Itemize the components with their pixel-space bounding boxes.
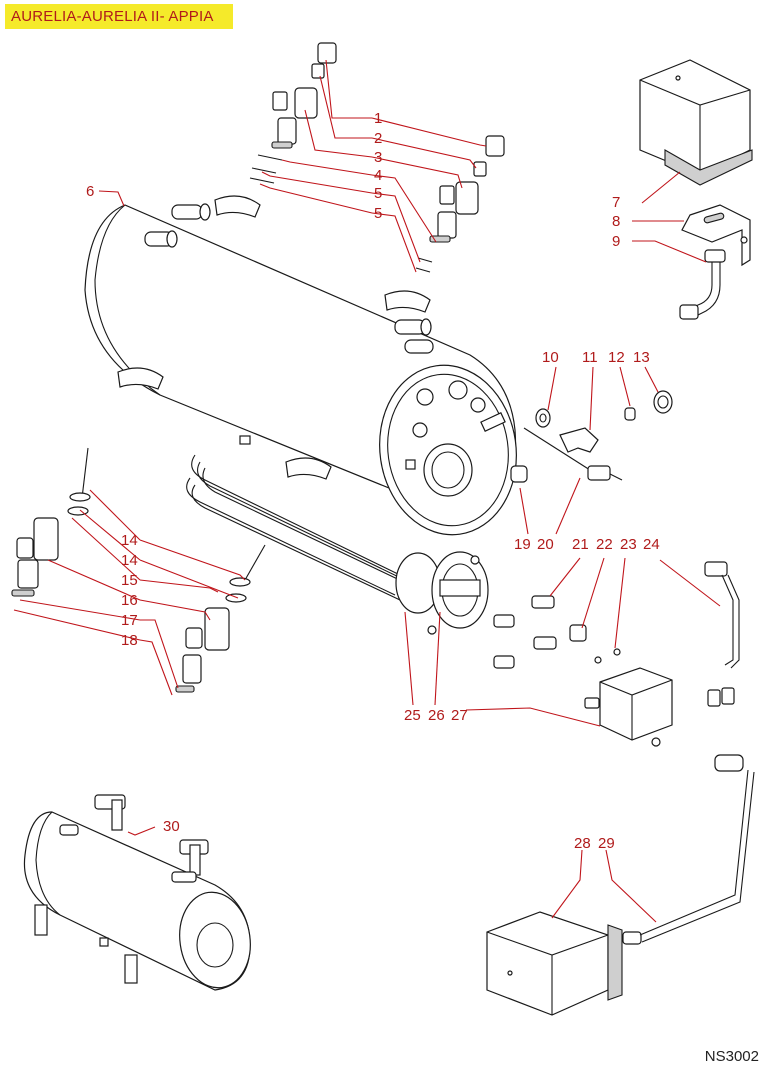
- callout-16: 16: [121, 592, 138, 609]
- callout-14a: 14: [121, 532, 138, 549]
- callout-28: 28: [574, 835, 591, 852]
- relay-box: [584, 667, 673, 747]
- diagram-title: AURELIA-AURELIA II- APPIA: [11, 8, 214, 25]
- side-valve-right: [175, 544, 266, 693]
- callout-27: 27: [451, 707, 468, 724]
- pressure-switch-with-pipe: [486, 754, 755, 1016]
- bolts: [493, 595, 621, 669]
- callout-17: 17: [121, 612, 138, 629]
- callout-25: 25: [404, 707, 421, 724]
- callout-9: 9: [612, 233, 620, 250]
- callout-5a: 5: [374, 185, 382, 202]
- callout-13: 13: [633, 349, 650, 366]
- callout-3: 3: [374, 149, 382, 166]
- callout-21: 21: [572, 536, 589, 553]
- callout-14b: 14: [121, 552, 138, 569]
- callout-2: 2: [374, 130, 382, 147]
- callout-12: 12: [608, 349, 625, 366]
- callout-labels: 1 2 3 4 5 5 6 7 8 9 10 11 12 13 14 14 15…: [86, 110, 660, 852]
- callout-18: 18: [121, 632, 138, 649]
- valve-assembly-top-left: [249, 42, 337, 184]
- callout-26: 26: [428, 707, 445, 724]
- callout-1: 1: [374, 110, 382, 127]
- callout-24: 24: [643, 536, 660, 553]
- callout-7: 7: [612, 194, 620, 211]
- boiler-tank: [84, 195, 517, 536]
- callout-20: 20: [537, 536, 554, 553]
- callout-leaders: [13, 59, 721, 923]
- callout-23: 23: [620, 536, 637, 553]
- small-fittings: [510, 390, 673, 483]
- side-valve-left: [11, 447, 91, 597]
- callout-10: 10: [542, 349, 559, 366]
- pressure-switch: [639, 59, 753, 320]
- assembled-boiler-thumbnail: [23, 794, 251, 991]
- callout-30: 30: [163, 818, 180, 835]
- callout-4: 4: [374, 167, 382, 184]
- heating-element: [186, 454, 489, 635]
- valve-assembly-top-right: [415, 135, 505, 273]
- callout-22: 22: [596, 536, 613, 553]
- title-banner: [5, 4, 233, 29]
- drawing-code: NS3002: [704, 1048, 759, 1065]
- callout-11: 11: [582, 349, 598, 366]
- level-sensor: [704, 561, 740, 707]
- callout-6: 6: [86, 183, 94, 200]
- callout-15: 15: [121, 572, 138, 589]
- callout-19: 19: [514, 536, 531, 553]
- callout-8: 8: [612, 213, 620, 230]
- callout-5b: 5: [374, 205, 382, 222]
- callout-29: 29: [598, 835, 615, 852]
